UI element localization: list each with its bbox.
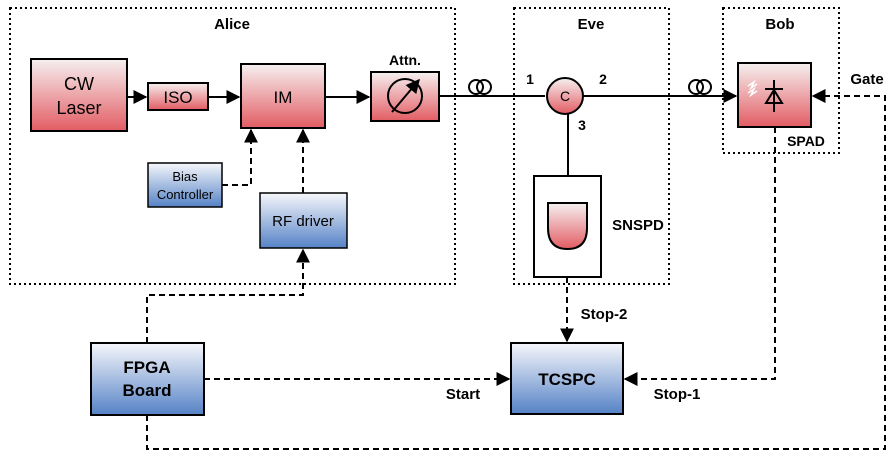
stop1-label: Stop-1: [654, 386, 701, 403]
rf-driver-label: RF driver: [272, 213, 334, 230]
tcspc-label: TCSPC: [538, 370, 596, 389]
bias-controller-label-line2: Controller: [157, 187, 214, 202]
snspd-label: SNSPD: [612, 217, 664, 234]
port-3-label: 3: [578, 117, 586, 133]
tcspc-box: [510, 342, 624, 415]
fpga-to-rf-dashed-line: [146, 248, 310, 343]
circulator-label: C: [560, 88, 570, 104]
attenuator-dial-icon: [387, 78, 423, 114]
start-label: Start: [446, 386, 480, 403]
fpga-label-line1: FPGA: [123, 358, 170, 377]
rf-driver-box: [259, 192, 348, 249]
iso-label: ISO: [163, 88, 192, 107]
iso-box: [147, 82, 209, 111]
spad-label: SPAD: [787, 133, 825, 149]
photodiode-icon: [747, 79, 784, 112]
fiber-spool-icon-2: [688, 79, 712, 95]
port-2-label: 2: [599, 71, 607, 87]
attenuator-arrow-icon: [391, 78, 420, 113]
snspd-detector-icon: [547, 202, 588, 251]
gate-label: Gate: [850, 71, 883, 88]
stop2-label: Stop-2: [581, 306, 628, 323]
cw-laser-label-line2: Laser: [56, 98, 101, 118]
fiber-spool-icon-1: [468, 79, 492, 95]
spad-to-tcspc-stop1-line: [623, 127, 776, 386]
port-1-label: 1: [526, 71, 534, 87]
im-label: IM: [274, 88, 293, 107]
bias-to-im-dashed-line: [222, 128, 258, 186]
alice-label: Alice: [214, 16, 250, 33]
attn-label: Attn.: [389, 52, 421, 68]
bias-controller-label-line1: Bias: [172, 169, 198, 184]
bob-label: Bob: [765, 16, 794, 33]
fpga-board-box: [90, 342, 205, 416]
eve-label: Eve: [578, 16, 605, 33]
cw-laser-box: [30, 58, 128, 132]
alice-group-box: [9, 7, 456, 285]
bias-controller-box: [147, 162, 223, 208]
fpga-to-spad-gate-line: [146, 89, 886, 450]
cw-laser-label-line1: CW: [64, 74, 94, 94]
fpga-label-line2: Board: [122, 381, 171, 400]
im-box: [240, 63, 326, 129]
